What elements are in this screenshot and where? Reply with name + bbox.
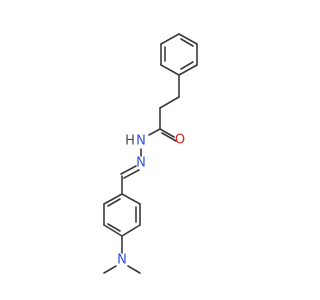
phenyl-ring xyxy=(160,33,198,76)
amine-nitrogen-label: N xyxy=(117,253,127,268)
alkyl-chain xyxy=(159,74,180,130)
oxygen-atom-label: O xyxy=(175,133,185,148)
amide-nitrogen-label: N xyxy=(136,134,146,149)
dimethylamino-group xyxy=(103,235,141,274)
carbonyl-group xyxy=(148,128,177,142)
structure-diagram: O N H N N xyxy=(103,33,198,274)
molecule-canvas: O N H N N xyxy=(103,33,198,274)
imine-nitrogen-label: N xyxy=(136,156,146,171)
aryl-ring xyxy=(103,193,141,237)
hydrazone-linkage xyxy=(120,148,142,195)
amide-hydrogen-label: H xyxy=(125,134,135,149)
